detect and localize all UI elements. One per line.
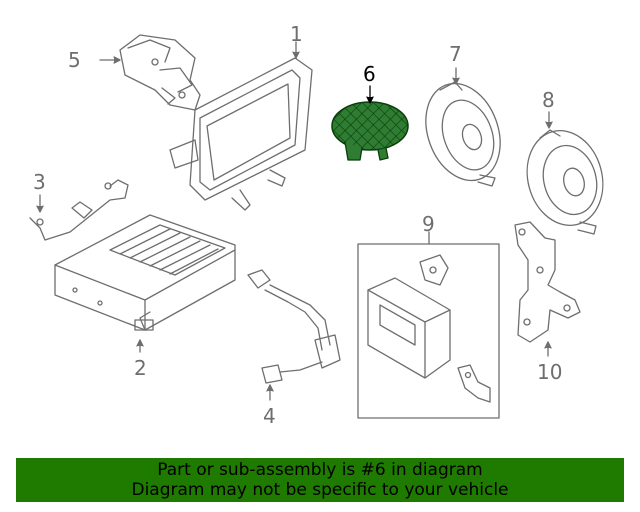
callout-6-arrow xyxy=(366,96,374,104)
part-8-speaker xyxy=(526,111,604,235)
callout-10-arrow xyxy=(544,341,552,349)
callout-8: 8 xyxy=(542,88,555,112)
callout-7: 7 xyxy=(449,42,462,66)
part-4-cable xyxy=(247,269,341,401)
callout-4: 4 xyxy=(263,404,276,428)
part-2-amplifier xyxy=(54,214,236,353)
callout-3-arrow xyxy=(36,205,44,213)
part-9-module xyxy=(357,231,500,419)
callout-5: 5 xyxy=(68,48,81,72)
callout-2: 2 xyxy=(134,356,147,380)
callout-1: 1 xyxy=(290,22,303,46)
callout-1-arrow xyxy=(292,51,300,59)
part-6-tweeter xyxy=(331,85,409,161)
banner-line-disclaimer: Diagram may not be specific to your vehi… xyxy=(131,480,509,500)
parts-diagram xyxy=(29,34,604,419)
part-3-bracket xyxy=(29,179,129,241)
callout-5-arrow xyxy=(113,56,121,64)
part-10-bracket xyxy=(514,221,581,357)
part-info-banner: Part or sub-assembly is #6 in diagram Di… xyxy=(16,458,624,502)
banner-line-part: Part or sub-assembly is #6 in diagram xyxy=(157,460,483,480)
part-7-speaker xyxy=(425,67,501,187)
callout-2-arrow xyxy=(136,339,144,347)
part-1-display xyxy=(169,41,313,211)
callout-7-arrow xyxy=(452,77,460,85)
callout-9: 9 xyxy=(422,212,435,236)
callout-10: 10 xyxy=(537,360,563,384)
callout-6: 6 xyxy=(363,62,376,86)
callout-8-arrow xyxy=(545,121,553,129)
part-5-bracket xyxy=(99,34,201,111)
callout-4-arrow xyxy=(266,384,274,392)
callout-3: 3 xyxy=(33,170,46,194)
